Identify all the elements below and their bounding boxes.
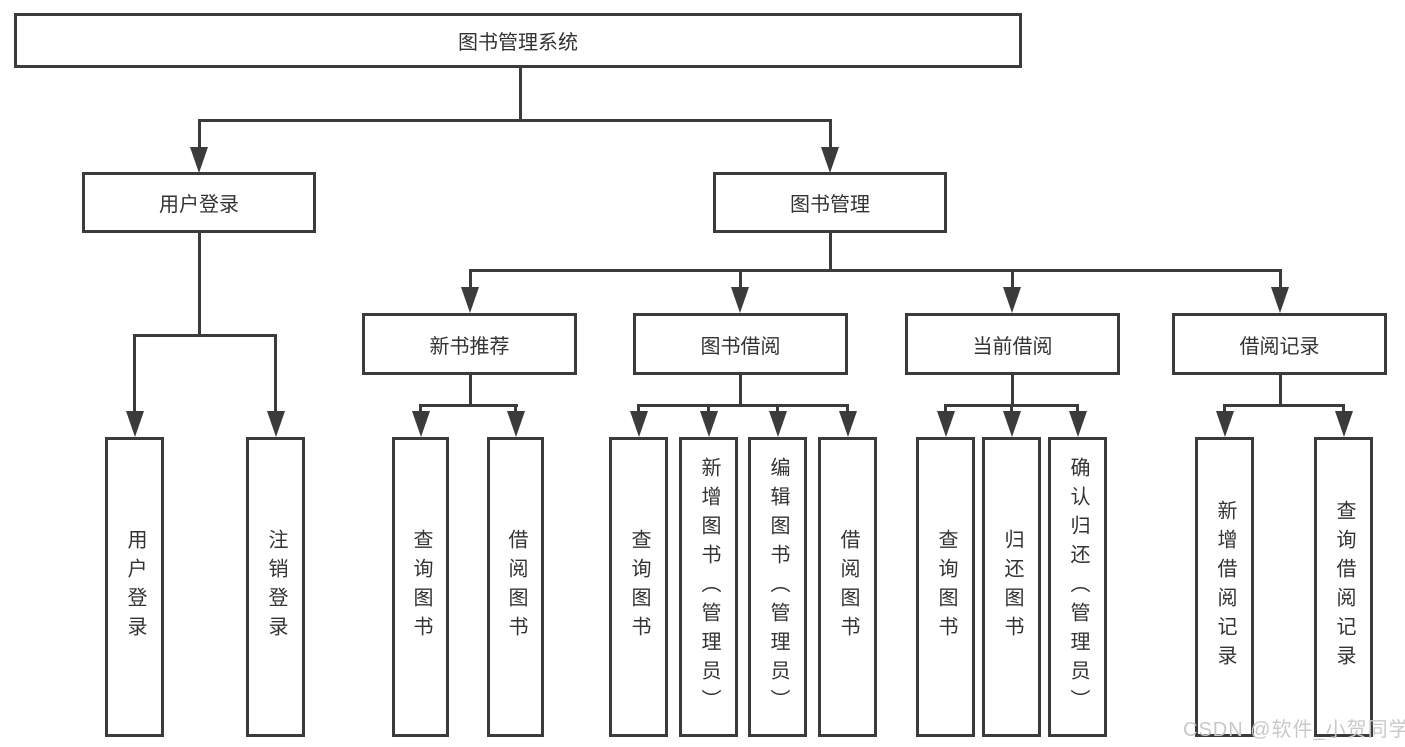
arrow-g3-leaf1: [629, 411, 648, 437]
leaf-query-book-recommend-label: 查询图书: [410, 529, 432, 645]
arrow-g5-leaf2: [1334, 411, 1353, 437]
leaf-user-login: 用户登录: [105, 437, 164, 737]
leaf-add-borrow-record: 新增借阅记录: [1195, 437, 1254, 737]
node-book-borrow-label: 图书借阅: [700, 335, 781, 358]
leaf-query-borrow-record: 查询借阅记录: [1314, 437, 1373, 737]
connector-g5-leaf2-stem: [1342, 404, 1345, 414]
leaf-logout-label: 注销登录: [265, 529, 287, 645]
node-user-login: 用户登录: [82, 172, 316, 233]
leaf-logout: 注销登录: [246, 437, 305, 737]
leaf-borrow-book-recommend: 借阅图书: [487, 437, 544, 737]
connector-leaf-logout-stem: [274, 334, 277, 413]
csdn-watermark: CSDN @软件_小贺同学: [1183, 719, 1405, 741]
connector-g5-leaf1-stem: [1223, 404, 1226, 414]
connector-current-borrow-trunk: [1010, 375, 1014, 407]
node-library-system-label: 图书管理系统: [458, 32, 578, 54]
node-current-borrow: 当前借阅: [905, 313, 1120, 375]
connector-book-borrow-bar: [637, 404, 849, 407]
connector-g3-leaf3-stem: [776, 404, 779, 414]
arrow-g2-leaf2: [506, 411, 525, 437]
connector-to-book-mgmt-stem: [828, 119, 832, 150]
arrow-g4-leaf3: [1068, 411, 1087, 437]
leaf-query-borrow-record-label: 查询借阅记录: [1333, 500, 1355, 674]
node-book-management: 图书管理: [713, 172, 947, 233]
connector-g4-leaf3-stem: [1076, 404, 1079, 414]
connector-new-book-trunk: [468, 375, 472, 407]
connector-g2-leaf2-stem: [514, 404, 517, 414]
leaf-user-login-label: 用户登录: [124, 529, 146, 645]
connector-root-trunk: [518, 68, 522, 119]
connector-g2-leaf1-stem: [419, 404, 422, 414]
arrow-to-current-borrow: [1003, 287, 1021, 313]
arrow-to-borrow-records: [1271, 287, 1289, 313]
connector-g3-leaf1-stem: [637, 404, 640, 414]
leaf-add-borrow-record-label: 新增借阅记录: [1214, 500, 1236, 674]
connector-user-login-bar: [133, 334, 277, 337]
connector-book-mgmt-trunk: [828, 233, 832, 272]
leaf-return-book-label: 归还图书: [1001, 529, 1023, 645]
connector-user-login-trunk: [197, 233, 201, 337]
connector-to-borrow-records-stem: [1278, 269, 1282, 289]
leaf-query-book-borrow-label: 查询图书: [628, 529, 650, 645]
node-library-system: 图书管理系统: [14, 13, 1022, 68]
arrow-g4-leaf2: [1002, 411, 1021, 437]
node-book-management-label: 图书管理: [790, 194, 870, 216]
leaf-add-book-admin: 新增图书（管理员）: [679, 437, 738, 737]
connector-new-book-bar: [419, 404, 518, 407]
node-borrow-records: 借阅记录: [1172, 313, 1387, 375]
node-book-borrow: 图书借阅: [633, 313, 848, 375]
leaf-return-book: 归还图书: [982, 437, 1041, 737]
arrow-leaf-logout: [266, 411, 285, 437]
node-borrow-records-label: 借阅记录: [1239, 335, 1320, 358]
connector-borrow-records-bar: [1223, 404, 1345, 407]
arrow-g5-leaf1: [1215, 411, 1234, 437]
connector-to-new-book-stem: [468, 269, 472, 289]
leaf-query-book-borrow: 查询图书: [609, 437, 668, 737]
leaf-edit-book-admin-label: 编辑图书（管理员）: [767, 456, 789, 718]
node-new-book-recommend-label: 新书推荐: [429, 335, 510, 358]
leaf-query-book-current: 查询图书: [916, 437, 975, 737]
leaf-borrow-book: 借阅图书: [818, 437, 877, 737]
connector-g4-leaf1-stem: [944, 404, 947, 414]
arrow-g3-leaf2: [699, 411, 718, 437]
leaf-confirm-return-admin: 确认归还（管理员）: [1048, 437, 1107, 737]
connector-to-book-borrow-stem: [738, 269, 742, 289]
connector-book-mgmt-bar: [468, 269, 1282, 272]
leaf-edit-book-admin: 编辑图书（管理员）: [748, 437, 807, 737]
connector-to-current-borrow-stem: [1010, 269, 1014, 289]
arrow-to-book-borrow: [731, 287, 749, 313]
arrow-g4-leaf1: [936, 411, 955, 437]
leaf-borrow-book-label: 借阅图书: [837, 529, 859, 645]
leaf-borrow-book-recommend-label: 借阅图书: [505, 529, 527, 645]
leaf-add-book-admin-label: 新增图书（管理员）: [698, 456, 720, 718]
arrow-to-new-book: [461, 287, 479, 313]
connector-to-user-login-stem: [197, 119, 201, 150]
node-current-borrow-label: 当前借阅: [972, 335, 1053, 358]
connector-book-borrow-trunk: [738, 375, 742, 407]
connector-root-bar: [197, 119, 832, 122]
node-new-book-recommend: 新书推荐: [362, 313, 577, 375]
arrow-leaf-user-login: [125, 411, 144, 437]
arrow-g3-leaf4: [838, 411, 857, 437]
leaf-query-book-current-label: 查询图书: [935, 529, 957, 645]
connector-leaf-user-login-stem: [133, 334, 136, 413]
leaf-confirm-return-admin-label: 确认归还（管理员）: [1067, 456, 1089, 718]
node-user-login-label: 用户登录: [159, 194, 239, 216]
arrow-g2-leaf1: [411, 411, 430, 437]
leaf-query-book-recommend: 查询图书: [392, 437, 449, 737]
connector-g4-leaf2-stem: [1010, 404, 1013, 414]
connector-g3-leaf2-stem: [707, 404, 710, 414]
connector-g3-leaf4-stem: [846, 404, 849, 414]
arrow-to-book-mgmt: [821, 147, 839, 173]
arrow-g3-leaf3: [768, 411, 787, 437]
connector-borrow-records-trunk: [1278, 375, 1282, 407]
arrow-to-user-login: [190, 147, 208, 173]
